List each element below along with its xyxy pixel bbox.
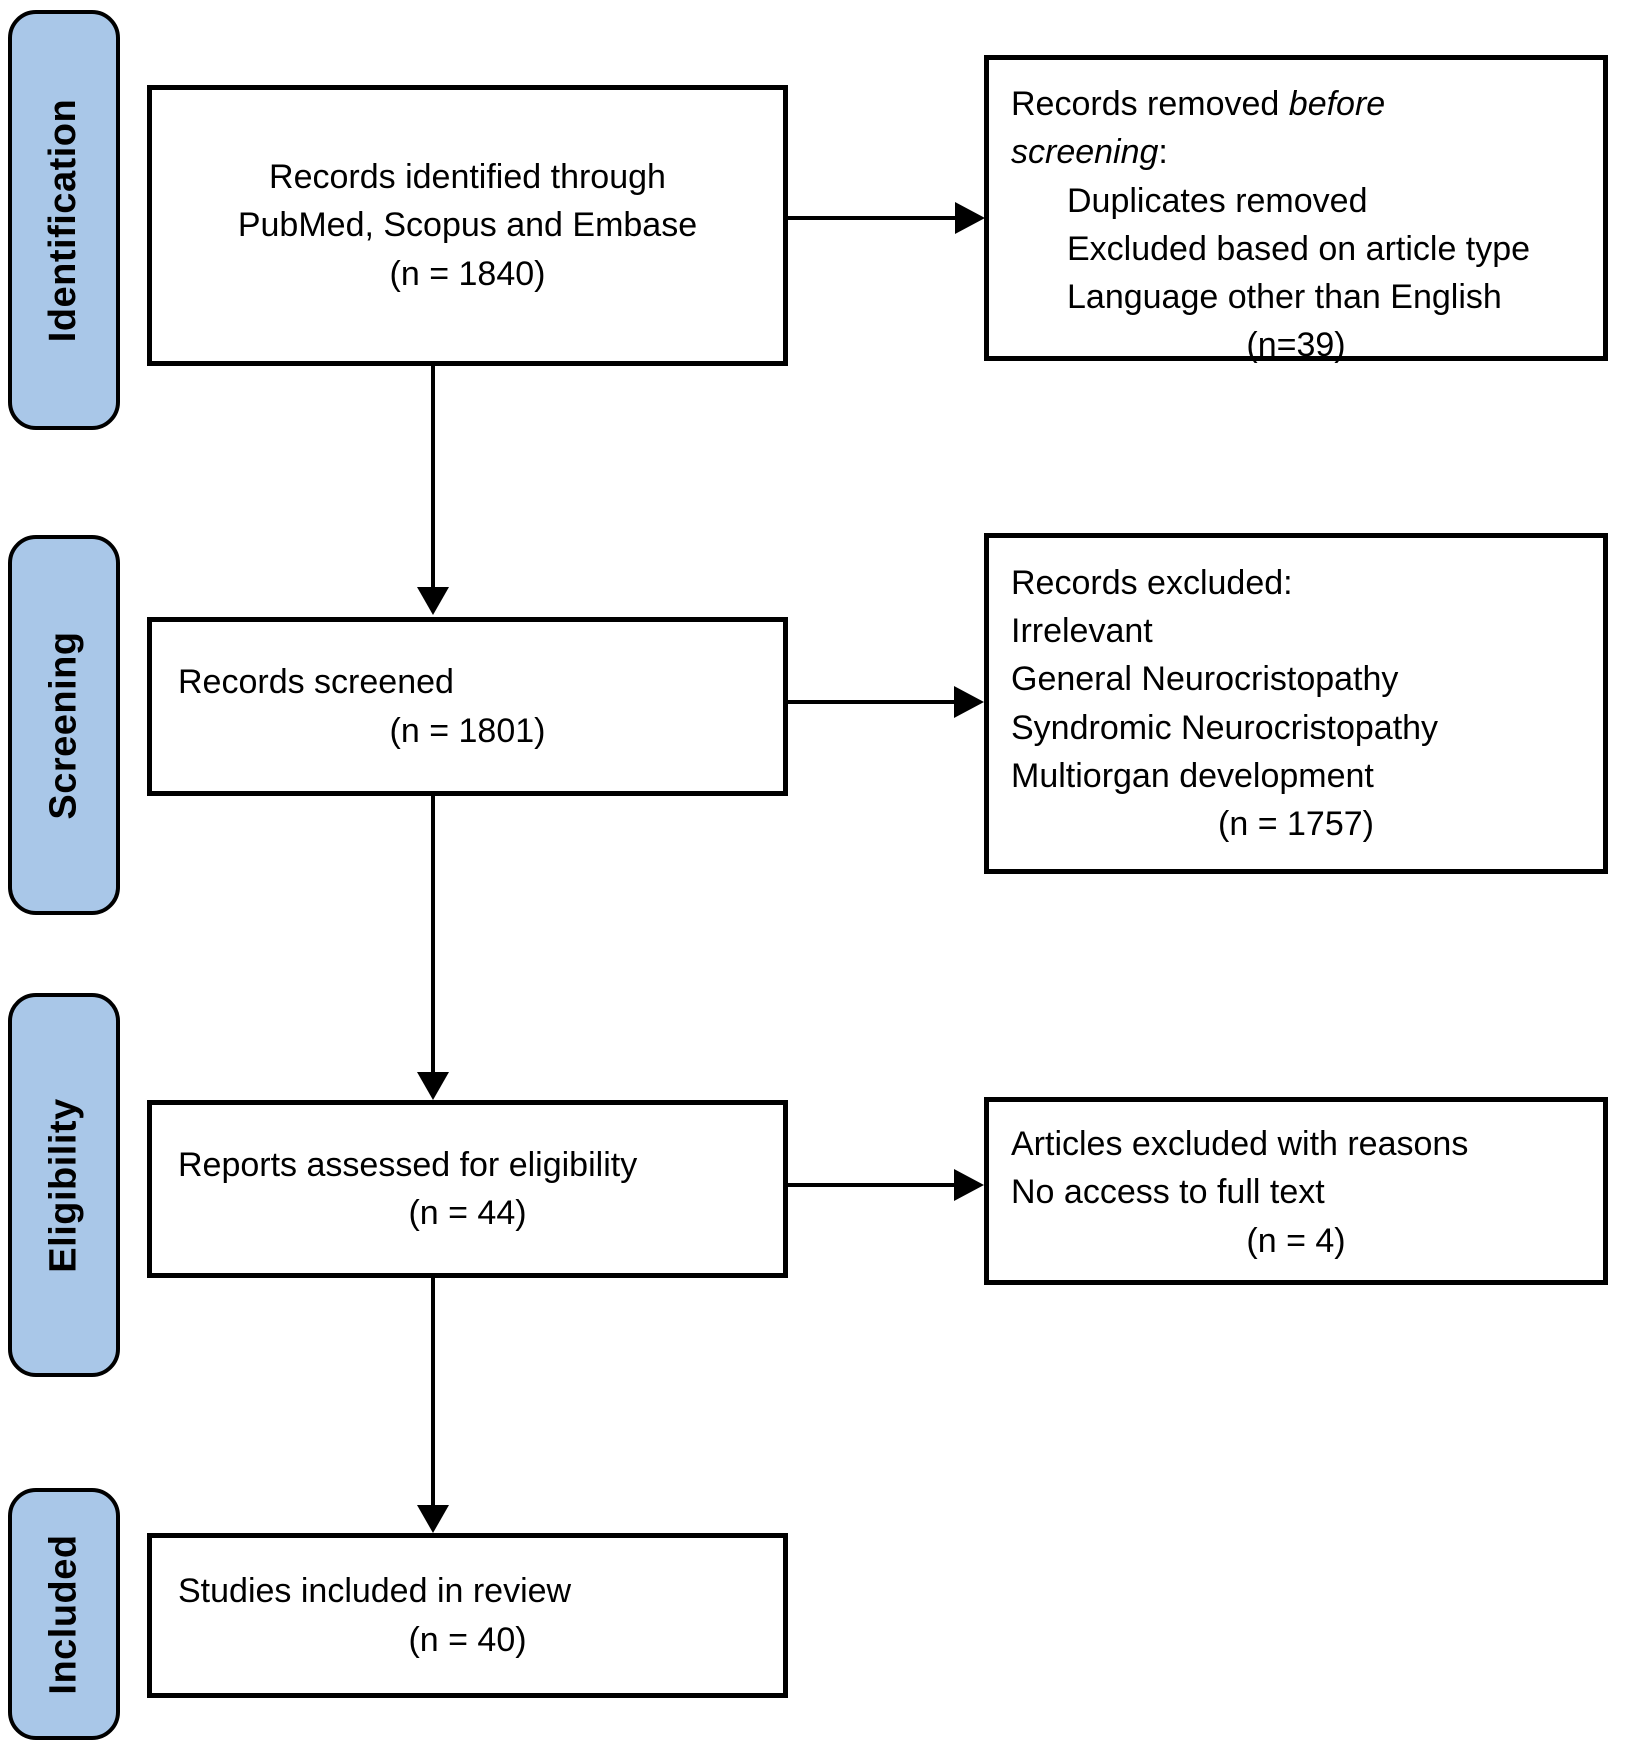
stage-screening-label: Screening	[42, 630, 85, 820]
records-excluded-item: Syndromic Neurocristopathy	[1011, 708, 1439, 747]
arrow-identified-to-screened	[417, 366, 449, 615]
stage-eligibility: Eligibility	[8, 993, 120, 1377]
records-removed-item: Language other than English	[1067, 278, 1502, 317]
arrow-assessed-to-articles-excluded	[787, 1169, 984, 1201]
box-studies-included: Studies included in review (n = 40)	[147, 1533, 788, 1698]
records-excluded-item: Irrelevant	[1011, 611, 1153, 650]
stage-identification: Identification	[8, 10, 120, 430]
records-excluded-item: Multiorgan development	[1011, 756, 1374, 795]
records-screened-count: (n = 1801)	[389, 711, 546, 750]
records-excluded-item: General Neurocristopathy	[1011, 660, 1399, 699]
records-removed-title-italic1: before	[1288, 85, 1386, 123]
box-records-screened: Records screened (n = 1801)	[147, 617, 788, 796]
arrow-screened-to-assessed	[417, 796, 449, 1100]
records-removed-item: Duplicates removed	[1067, 181, 1368, 220]
records-removed-title-suffix: :	[1158, 133, 1168, 172]
articles-excluded-line1: Articles excluded with reasons	[1011, 1125, 1469, 1163]
box-records-identified: Records identified through PubMed, Scopu…	[147, 85, 788, 366]
reports-assessed-count: (n = 44)	[408, 1194, 527, 1232]
box-articles-excluded: Articles excluded with reasons No access…	[984, 1097, 1608, 1285]
records-removed-title-italic2: screening	[1011, 133, 1159, 172]
records-screened-line1: Records screened	[178, 663, 454, 702]
records-identified-count: (n = 1840)	[389, 254, 546, 293]
box-reports-assessed: Reports assessed for eligibility (n = 44…	[147, 1100, 788, 1278]
records-removed-title-line1: Records removed before	[1011, 80, 1581, 128]
records-removed-count: (n=39)	[1246, 326, 1346, 365]
records-removed-title-normal: Records removed	[1011, 85, 1289, 123]
stage-included-label: Included	[42, 1533, 85, 1695]
records-removed-title-line2: screening:	[1011, 128, 1581, 176]
records-removed-item: Excluded based on article type	[1067, 229, 1531, 268]
studies-included-count: (n = 40)	[408, 1620, 527, 1659]
arrow-assessed-to-included	[417, 1278, 449, 1533]
records-identified-line2: PubMed, Scopus and Embase	[237, 206, 698, 245]
reports-assessed-line1: Reports assessed for eligibility	[178, 1145, 638, 1184]
articles-excluded-count: (n = 4)	[1246, 1221, 1346, 1260]
records-excluded-count: (n = 1757)	[1218, 805, 1374, 844]
stage-included: Included	[8, 1488, 120, 1740]
records-excluded-title: Records excluded:	[1011, 563, 1293, 602]
box-records-removed: Records removed before screening: Duplic…	[984, 55, 1608, 364]
stage-identification-label: Identification	[42, 98, 85, 342]
stage-eligibility-label: Eligibility	[42, 1097, 85, 1273]
articles-excluded-line2: No access to full text	[1011, 1173, 1325, 1212]
arrow-identified-to-removed	[787, 202, 985, 234]
stage-screening: Screening	[8, 535, 120, 915]
studies-included-line1: Studies included in review	[178, 1572, 572, 1611]
records-identified-line1: Records identified through	[269, 158, 666, 197]
box-records-excluded: Records excluded: Irrelevant General Neu…	[984, 533, 1608, 874]
arrow-screened-to-excluded	[787, 686, 984, 718]
